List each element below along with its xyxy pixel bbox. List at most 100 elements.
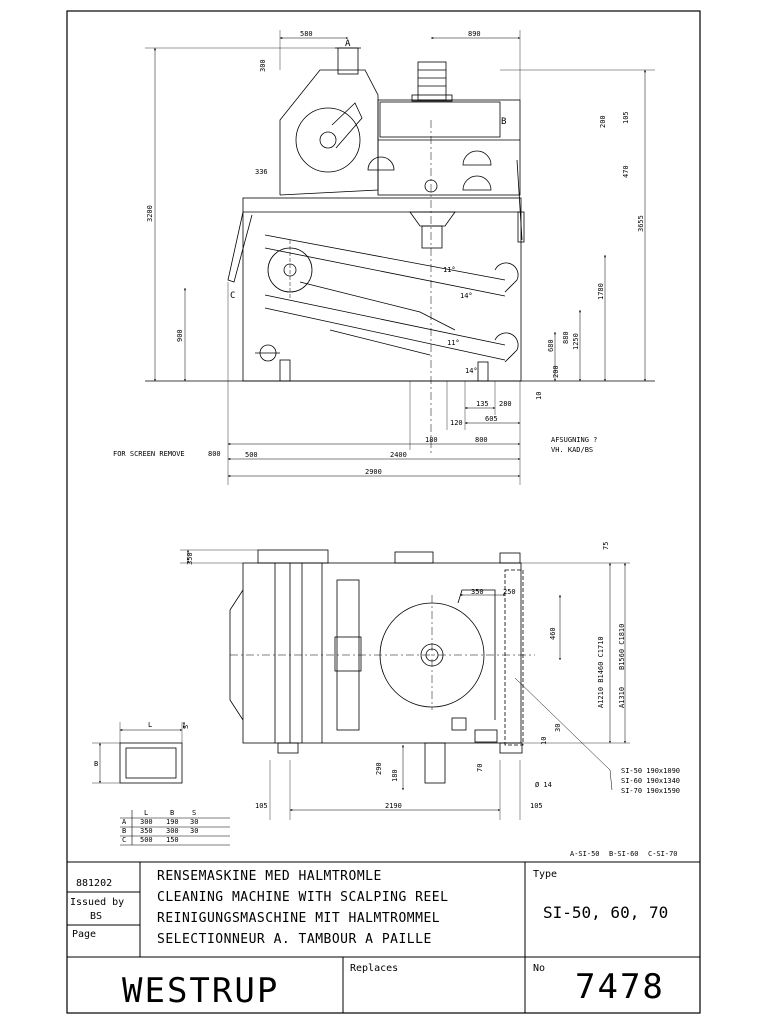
angle-1: 11° [443, 266, 456, 274]
angle-2: 14° [460, 292, 473, 300]
dim-180: 180 [425, 436, 438, 444]
model-si-60: SI-60 190x1340 [621, 777, 680, 785]
table-cell: A [122, 818, 127, 826]
dim-3200: 3200 [146, 205, 154, 222]
dim-890: 890 [468, 30, 481, 38]
table-header-s: S [192, 809, 196, 817]
table-header-b: B [170, 809, 174, 817]
table-cell: 300 [140, 818, 153, 826]
dim-3655: 3655 [637, 215, 645, 232]
table-cell: 150 [166, 836, 179, 844]
dim-vertical-a: A1310 [618, 687, 626, 708]
dim-120: 120 [450, 419, 463, 427]
dim-1250: 1250 [572, 333, 580, 350]
type-value: SI-50, 60, 70 [543, 903, 668, 922]
suction-note-2: VH. KAD/BS [551, 446, 593, 454]
table-cell: 500 [140, 836, 153, 844]
table-cell: 30 [190, 818, 198, 826]
title-german: REINIGUNGSMASCHINE MIT HALMTROMMEL [157, 911, 440, 926]
dim-200-top: 200 [599, 115, 607, 128]
title-french: SELECTIONNEUR A. TAMBOUR A PAILLE [157, 932, 432, 947]
replaces-label: Replaces [350, 963, 398, 974]
dim-350-right: 350 [471, 588, 484, 596]
title-block [67, 861, 700, 1013]
dim-336: 336 [255, 168, 268, 176]
number-label: No [533, 963, 545, 974]
table-cell: 350 [140, 827, 153, 835]
dim-470: 470 [622, 165, 630, 178]
table-cell: C [122, 836, 126, 844]
dim-605: 605 [485, 415, 498, 423]
table-cell: 190 [166, 818, 179, 826]
dim-290: 290 [375, 762, 383, 775]
dim-30: 30 [554, 724, 562, 732]
title-english: CLEANING MACHINE WITH SCALPING REEL [157, 890, 448, 905]
issued-by-label: Issued by [70, 897, 124, 908]
page-label: Page [72, 929, 96, 940]
dim-180-top: 180 [391, 769, 399, 782]
model-si-50: SI-50 190x1090 [621, 767, 680, 775]
suction-note-1: AFSUGNING ? [551, 436, 597, 444]
type-label: Type [533, 869, 557, 880]
company-logo-text: WESTRUP [122, 971, 279, 1011]
table-header-l: L [144, 809, 148, 817]
top-view [180, 549, 630, 820]
dim-900: 900 [176, 329, 184, 342]
title-danish: RENSEMASKINE MED HALMTROMLE [157, 869, 382, 884]
drawing-number: 7478 [575, 967, 665, 1007]
screen-detail-labels: L B S L B S A 300 190 30 B 350 300 30 C … [94, 721, 198, 844]
dim-280: 280 [499, 400, 512, 408]
issued-by-value: BS [90, 911, 102, 922]
dim-200-bottom: 200 [552, 365, 560, 378]
drawing-date: 881202 [76, 878, 112, 889]
table-cell: B [122, 827, 126, 835]
label-c: C [230, 291, 235, 301]
dim-70: 70 [476, 764, 484, 772]
detail-s-label: S [182, 725, 190, 729]
dim-800-a: 800 [475, 436, 488, 444]
legend-si-70: C-SI-70 [648, 850, 678, 858]
dim-105: 105 [622, 111, 630, 124]
model-si-70: SI-70 190x1590 [621, 787, 680, 795]
dim-135: 135 [476, 400, 489, 408]
dim-2400: 2400 [390, 451, 407, 459]
top-view-labels: 350 75 350 250 460 A1210 B1460 C1710 B15… [186, 542, 680, 858]
screen-detail [92, 721, 230, 846]
dim-1780: 1780 [597, 283, 605, 300]
legend-si-50: A-SI-50 [570, 850, 600, 858]
dim-880: 880 [562, 331, 570, 344]
dim-680: 680 [547, 339, 555, 352]
dim-vertical-bc: B1560 C1810 [618, 624, 626, 670]
dim-300: 300 [259, 59, 267, 72]
side-view [145, 30, 655, 485]
label-b: B [501, 117, 506, 127]
dim-105-right: 105 [530, 802, 543, 810]
angle-4: 14° [465, 367, 478, 375]
dim-2900: 2900 [365, 468, 382, 476]
drawing-frame [66, 10, 701, 1014]
dim-10: 10 [535, 392, 543, 400]
detail-b-label: B [94, 760, 98, 768]
dim-dia-14: Ø 14 [535, 781, 552, 789]
angle-3: 11° [447, 339, 460, 347]
dim-460: 460 [549, 627, 557, 640]
table-cell: 300 [166, 827, 179, 835]
side-view-labels: A B C 580 890 300 200 105 470 3200 3655 … [113, 30, 645, 476]
dim-580: 580 [300, 30, 313, 38]
dim-10-top: 10 [540, 737, 548, 745]
dim-105-left: 105 [255, 802, 268, 810]
detail-l-label: L [148, 721, 152, 729]
label-a: A [345, 39, 351, 49]
dim-800-b: 800 [208, 450, 221, 458]
screen-remove-note: FOR SCREEN REMOVE [113, 450, 185, 458]
dim-75: 75 [602, 542, 610, 550]
legend-si-60: B-SI-60 [609, 850, 639, 858]
title-block-text: 881202 Issued by BS Page RENSEMASKINE ME… [70, 869, 668, 1011]
dim-500: 500 [245, 451, 258, 459]
dim-350-left: 350 [186, 552, 194, 565]
dim-vertical-abc: A1210 B1460 C1710 [597, 636, 605, 708]
table-cell: 30 [190, 827, 198, 835]
dim-2190: 2190 [385, 802, 402, 810]
dim-250: 250 [503, 588, 516, 596]
